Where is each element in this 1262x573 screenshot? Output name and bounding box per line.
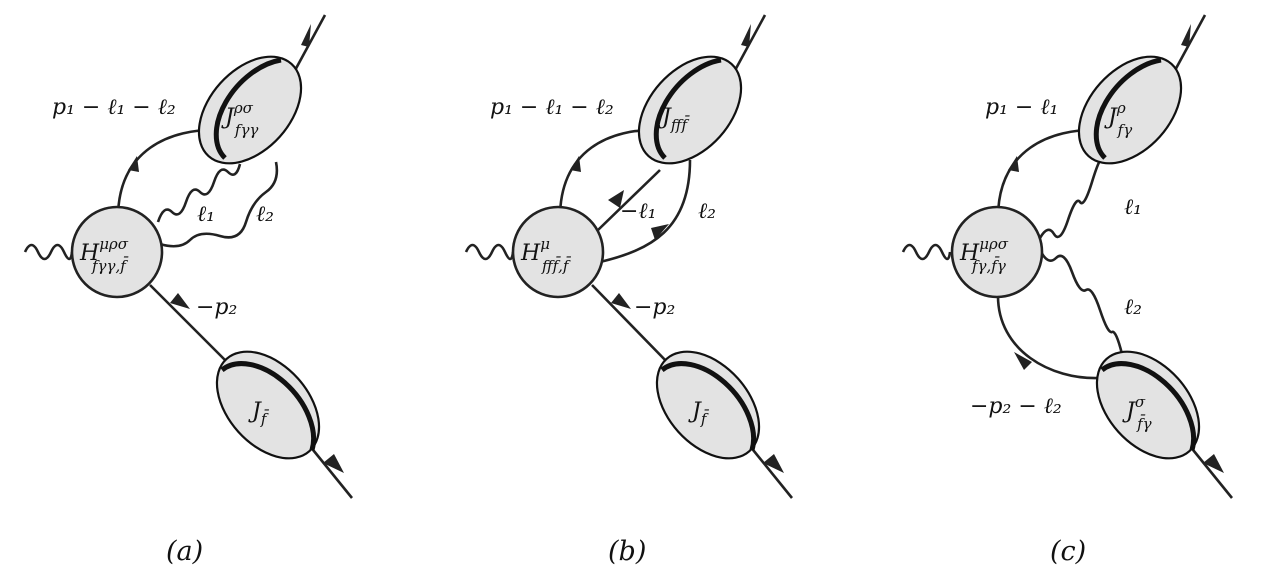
inner1-label-b: −ℓ₁	[620, 199, 656, 224]
fermion-minus-l1-arrow-b	[608, 190, 624, 208]
bottom-external-arrow-b	[763, 454, 784, 473]
fermion-down-a	[149, 284, 231, 366]
fermion-arc-arrow-c	[1008, 156, 1019, 172]
jet-bottom-c	[1095, 350, 1201, 460]
jet-bottom-a	[215, 350, 321, 460]
caption-b: (b)	[608, 536, 646, 567]
top-momentum-label-b: p₁ − ℓ₁ − ℓ₂	[490, 95, 614, 120]
fermion-arc-arrow-a	[128, 156, 139, 172]
top-external-arrow-c	[1181, 24, 1191, 47]
bottom-external-arrow-a	[323, 454, 344, 473]
fermion-l2-b	[599, 159, 692, 264]
fermion-down-arrow-a	[170, 293, 190, 309]
fermion-down-arrow-b	[611, 293, 631, 309]
caption-a: (a)	[166, 536, 203, 567]
inner2-label-b: ℓ₂	[698, 199, 716, 224]
hard-blob-b	[511, 205, 605, 299]
bottom-external-arrow-c	[1203, 454, 1224, 473]
inner1-label-a: ℓ₁	[197, 202, 215, 227]
photon-l2-a	[159, 161, 279, 248]
hard-blob-c	[950, 205, 1044, 299]
jet-top-a	[197, 55, 303, 165]
jet-top-label-b: Jfff̄	[658, 105, 690, 134]
fermion-minus-l1-b	[597, 169, 661, 231]
inner1-label-c: ℓ₁	[1124, 195, 1142, 220]
jet-bottom-thick-a	[220, 361, 317, 451]
top-momentum-label-a: p₁ − ℓ₁ − ℓ₂	[52, 95, 176, 120]
external-photon-a	[23, 243, 74, 261]
jet-top-thick-b	[653, 57, 722, 160]
jet-top-thick-c	[1093, 57, 1162, 160]
external-photon-c	[901, 243, 952, 261]
bottom-momentum-label-c: −p₂ − ℓ₂	[970, 394, 1062, 419]
jet-top-thick-a	[213, 57, 282, 160]
diagram-b	[464, 14, 794, 499]
diagram-c	[901, 14, 1234, 499]
fermion-down-b	[591, 284, 671, 366]
fermion-arc-down-arrow-c	[1014, 352, 1032, 370]
caption-c: (c)	[1050, 536, 1086, 567]
jet-top-b	[637, 55, 743, 165]
bottom-momentum-label-b: −p₂	[634, 295, 675, 320]
jet-bottom-thick-b	[660, 361, 757, 451]
jet-top-c	[1077, 55, 1183, 165]
top-momentum-label-c: p₁ − ℓ₁	[985, 95, 1058, 120]
bottom-momentum-label-a: −p₂	[196, 295, 237, 320]
jet-bottom-label-a: Jf̄	[248, 399, 269, 428]
fermion-l2-arrow-b	[651, 224, 669, 240]
hard-blob-a	[70, 205, 164, 299]
photon-l1-a	[156, 163, 242, 223]
top-external-arrow-b	[741, 24, 751, 47]
jet-bottom-b	[655, 350, 761, 460]
inner2-label-a: ℓ₂	[256, 202, 274, 227]
fermion-arc-arrow-b	[570, 156, 581, 172]
external-photon-b	[464, 243, 515, 261]
fermion-arc-down-c	[996, 295, 1101, 380]
photon-l2-c	[1038, 249, 1124, 355]
jet-bottom-label-b: Jf̄	[688, 399, 709, 428]
top-external-arrow-a	[301, 24, 311, 47]
diagram-a	[23, 14, 354, 499]
jet-bottom-thick-c	[1100, 361, 1197, 451]
inner2-label-c: ℓ₂	[1124, 295, 1142, 320]
